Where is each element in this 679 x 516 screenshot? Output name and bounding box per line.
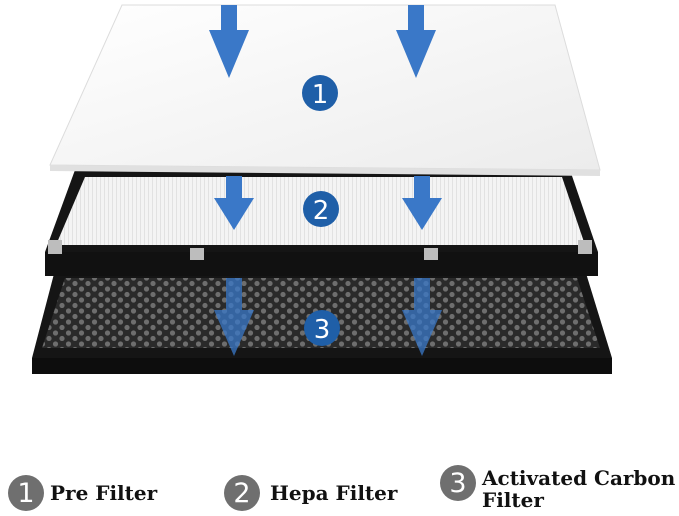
diagram-badge-1: 1	[302, 75, 338, 111]
legend-badge: 3	[440, 465, 476, 501]
down-arrow-icon	[209, 5, 249, 78]
legend-label: Pre Filter	[50, 481, 158, 505]
airflow-arrows	[209, 5, 442, 356]
legend-label: Activated Carbon Filter	[482, 466, 676, 512]
diagram-badge-number: 2	[313, 196, 330, 226]
diagram-badge-number: 1	[312, 80, 329, 110]
diagram-badge-3: 3	[304, 310, 340, 346]
legend-label: Hepa Filter	[270, 481, 398, 505]
down-arrow-icon	[402, 278, 442, 356]
filter-layers-diagram: 1 2 3	[32, 4, 612, 374]
filter-legend: 1 Pre Filter 2 Hepa Filter 3 Activated C…	[0, 455, 679, 516]
legend-item-pre-filter: 1 Pre Filter	[8, 475, 157, 511]
diagram-badge-2: 2	[303, 191, 339, 227]
legend-badge: 1	[8, 475, 44, 511]
down-arrow-icon	[214, 278, 254, 356]
legend-badge: 2	[224, 475, 260, 511]
legend-item-carbon-filter: 3 Activated Carbon Filter	[440, 465, 679, 511]
down-arrow-icon	[396, 5, 436, 78]
down-arrow-icon	[214, 176, 254, 230]
legend-item-hepa-filter: 2 Hepa Filter	[224, 475, 397, 511]
down-arrow-icon	[402, 176, 442, 230]
diagram-badge-number: 3	[314, 315, 331, 345]
